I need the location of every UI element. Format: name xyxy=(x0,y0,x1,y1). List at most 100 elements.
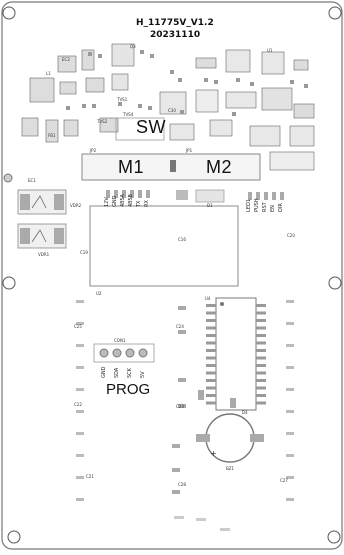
passive-pad xyxy=(286,366,294,369)
svg-text:+: + xyxy=(210,449,217,458)
prog-pin-5v: 5V xyxy=(140,371,146,378)
passive-pad xyxy=(286,388,294,391)
header-pin-485b: 485B xyxy=(128,194,134,207)
board-title: H_11775V_V1.2 xyxy=(136,18,214,28)
passive-pad xyxy=(76,498,84,501)
refdes-c30: C30 xyxy=(168,108,176,113)
u4-soic xyxy=(215,297,257,411)
passive-pad xyxy=(286,432,294,435)
mounting-hole xyxy=(327,530,341,544)
refdes-c19: C19 xyxy=(80,250,88,255)
passive-pad xyxy=(76,476,84,479)
refdes-c16: C16 xyxy=(178,237,186,242)
ic-pin xyxy=(256,341,266,345)
header-right-pads xyxy=(248,192,284,200)
mounting-hole xyxy=(328,276,342,290)
refdes-vdr2: VDR2 xyxy=(70,203,82,208)
refdes-tvs4: TVS4 xyxy=(123,112,134,117)
header-left-pads xyxy=(106,190,150,198)
ic-pin xyxy=(206,311,216,315)
mid-caps xyxy=(172,306,236,494)
refdes-c22: C22 xyxy=(74,402,82,407)
passive-pad xyxy=(286,454,294,457)
ic-pin xyxy=(256,334,266,337)
ic-pin xyxy=(256,386,266,390)
header-pin-gnd: GND xyxy=(112,195,118,207)
module-u2-outline xyxy=(89,205,239,287)
top-components xyxy=(21,43,315,171)
header-pin-rx: RX xyxy=(144,200,150,207)
ic-pin xyxy=(206,341,216,345)
passive-pad xyxy=(76,322,84,325)
passive-pad xyxy=(76,388,84,391)
small-pads-top xyxy=(66,50,308,116)
refdes-u1: U1 xyxy=(267,48,273,53)
passive-pad xyxy=(76,344,84,347)
buzzer-bz1: + xyxy=(196,413,264,463)
ic-pin xyxy=(206,386,216,390)
passive-pad xyxy=(286,498,294,501)
sw-footprint xyxy=(115,117,165,141)
bottom-pads xyxy=(174,516,230,531)
ic-pin xyxy=(256,356,266,360)
ic-pin xyxy=(206,326,216,330)
ic-pin xyxy=(256,364,266,367)
ic-pin xyxy=(256,326,266,330)
ic-pin xyxy=(206,364,216,367)
passive-pad xyxy=(286,410,294,413)
ic-pin xyxy=(206,349,216,352)
ic-pin xyxy=(256,394,266,397)
passive-pad xyxy=(76,410,84,413)
r12-footprint xyxy=(176,190,188,200)
refdes-c25: C25 xyxy=(74,324,82,329)
header-pin-12v: 12V xyxy=(104,197,110,207)
refdes-jp2: JP2 xyxy=(90,148,97,153)
refdes-ec2: EC2 xyxy=(62,57,70,62)
ic-pin xyxy=(206,304,216,307)
d1-footprint xyxy=(195,189,225,203)
refdes-c27: C27 xyxy=(280,478,288,483)
band-divider-pad xyxy=(170,160,176,172)
refdes-c28: C28 xyxy=(178,482,186,487)
u4-pins xyxy=(206,304,266,405)
passive-pad xyxy=(286,344,294,347)
passive-pad xyxy=(76,366,84,369)
prog-header xyxy=(93,343,155,363)
refdes-ec1: EC1 xyxy=(28,178,36,183)
ic-pin xyxy=(256,311,266,315)
ic-pin xyxy=(206,371,216,375)
prog-pin-sck: SCK xyxy=(127,368,133,378)
header-pin-485a: 485A xyxy=(120,194,126,207)
mounting-hole xyxy=(7,530,21,544)
header-pin-dir: DIR xyxy=(278,203,284,212)
header-pin-rst: RST xyxy=(262,202,268,212)
ic-pin xyxy=(256,401,266,405)
header-pin-en: EN xyxy=(270,205,276,212)
refdes-con1: CON1 xyxy=(114,338,126,343)
board-date: 20231110 xyxy=(150,30,201,40)
passive-pad xyxy=(286,322,294,325)
passive-pad xyxy=(286,476,294,479)
refdes-u4: U4 xyxy=(205,296,211,301)
ic-pin xyxy=(256,379,266,382)
ic-pin xyxy=(206,401,216,405)
ic-pin xyxy=(206,334,216,337)
ic-pin xyxy=(206,379,216,382)
refdes-vdr1: VDR1 xyxy=(38,252,50,257)
prog-pin-gnd: GND xyxy=(101,366,107,378)
refdes-c20: C20 xyxy=(287,233,295,238)
refdes-l1: L1 xyxy=(46,71,51,76)
passive-pad xyxy=(76,300,84,303)
passive-pad xyxy=(76,454,84,457)
passive-pad xyxy=(286,300,294,303)
refdes-tvs1: TVS1 xyxy=(117,97,128,102)
mounting-hole xyxy=(2,276,16,290)
header-pin-led1: LED1 xyxy=(246,199,252,212)
prog-pin-sda: SDA xyxy=(114,367,120,378)
m1-label: M1 xyxy=(118,157,145,177)
refdes-d1: D1 xyxy=(207,203,213,208)
left-power-components xyxy=(3,173,67,249)
ic-pin xyxy=(256,349,266,352)
